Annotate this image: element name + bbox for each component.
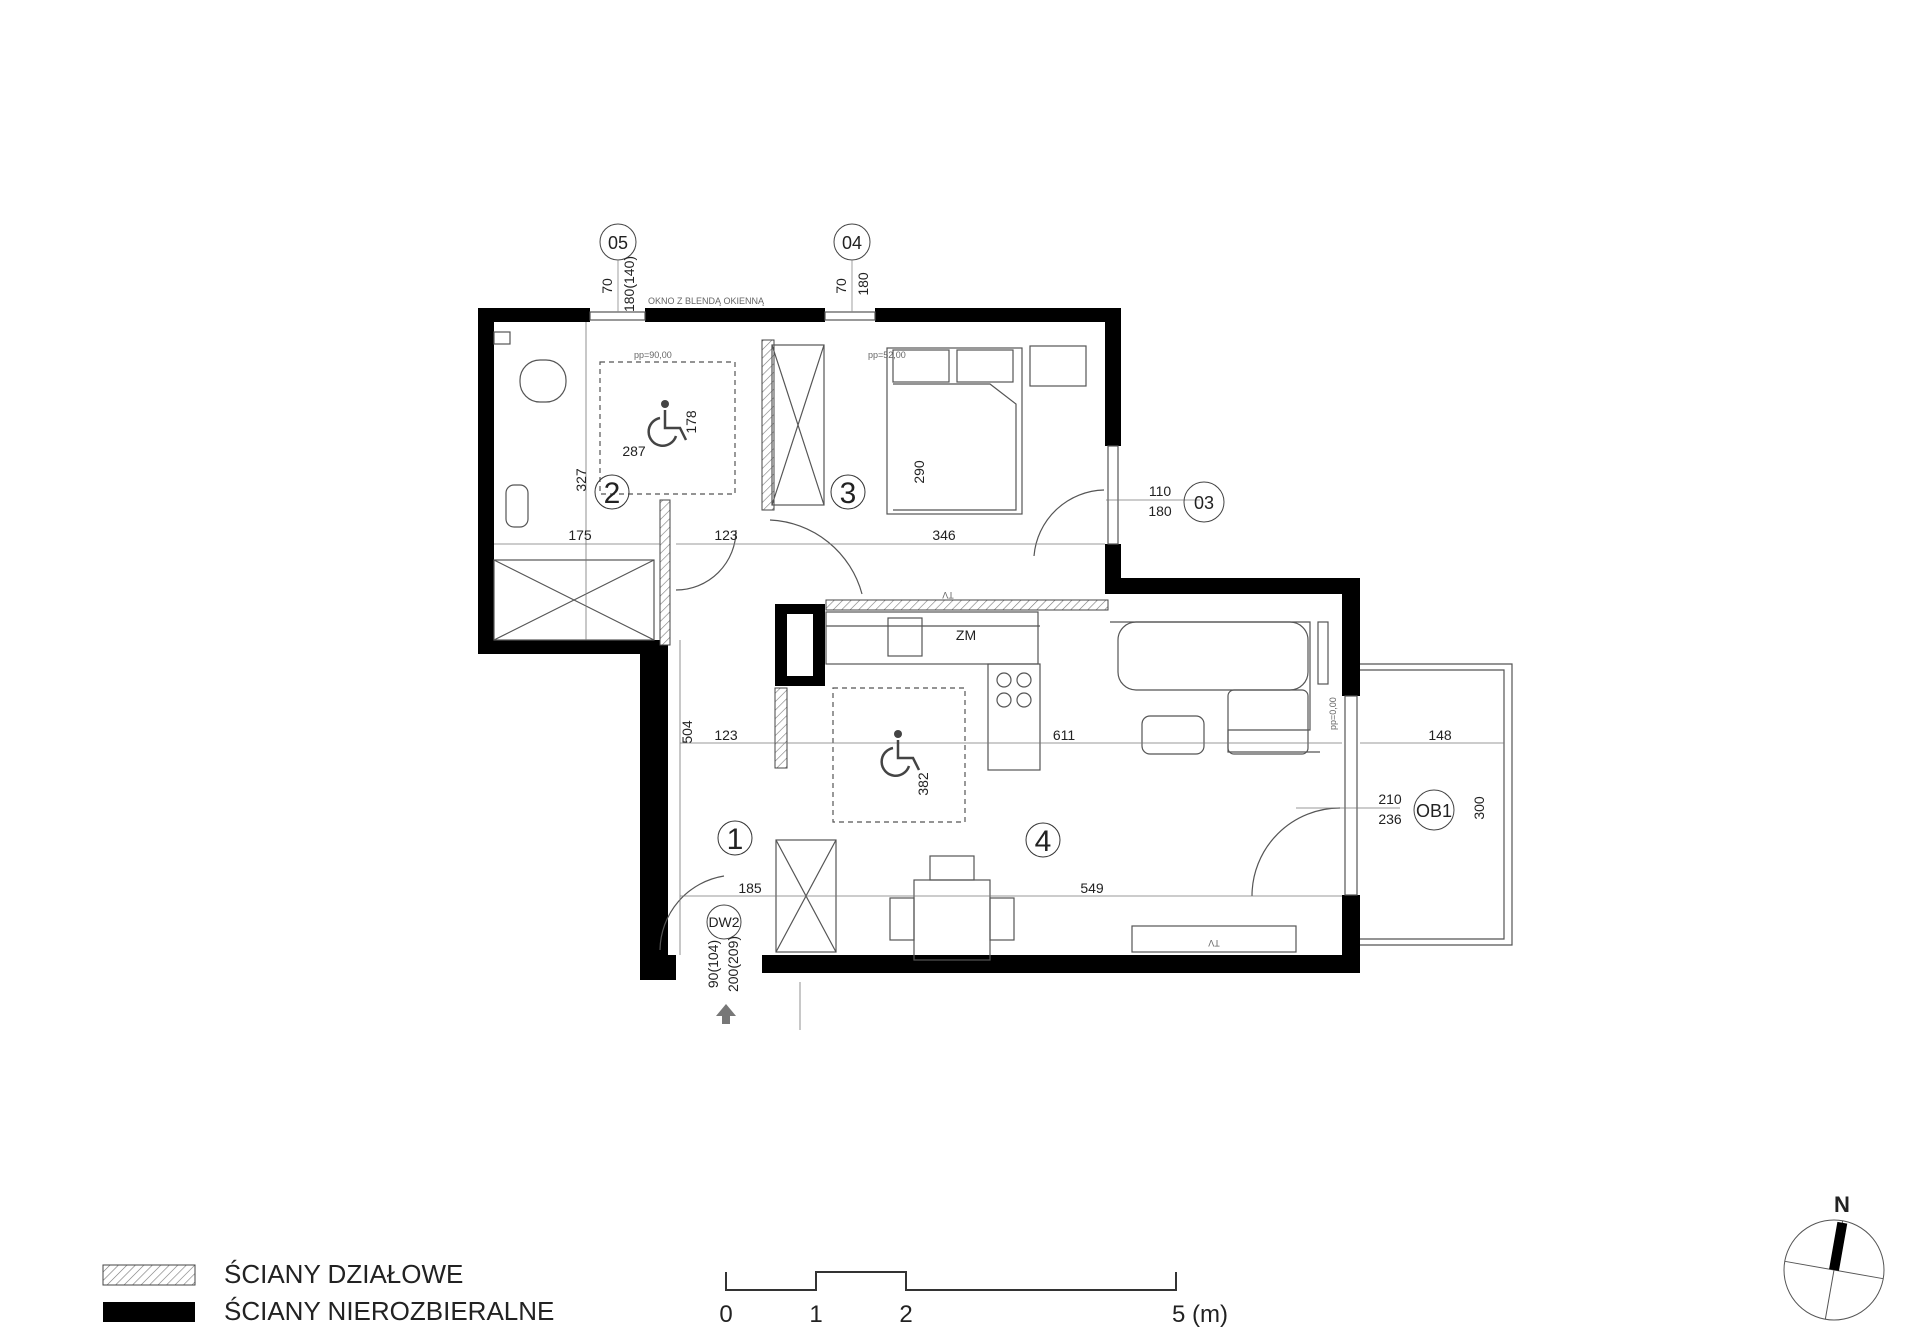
w05-sill: 70: [599, 278, 615, 294]
dim-290: 290: [911, 460, 927, 484]
dim-287: 287: [622, 443, 646, 459]
room-labels: 2 3 1 4: [594, 474, 1061, 858]
dim-185: 185: [738, 880, 762, 896]
dimension-labels: 327 287 178 175 123 346 290 504 123 611 …: [568, 410, 1487, 896]
zm-label: ZM: [956, 627, 976, 643]
legend-swatch-structural: [103, 1302, 195, 1322]
dim-504: 504: [679, 720, 695, 744]
scale-bar: [725, 1271, 1177, 1291]
sill-05: pp=90,00: [634, 350, 672, 360]
dim-148: 148: [1428, 727, 1452, 743]
dim-611: 611: [1053, 727, 1076, 743]
tag-04: 04: [842, 233, 862, 253]
tag-dw2: DW2: [708, 914, 739, 930]
entrance-arrow-icon: [716, 1004, 736, 1024]
room-number-3: 3: [840, 477, 857, 510]
sill-04: pp=52,00: [868, 350, 906, 360]
dim-327: 327: [573, 468, 589, 492]
legend-structural-label: ŚCIANY NIEROZBIERALNE: [224, 1296, 554, 1326]
north-label: N: [1834, 1192, 1850, 1217]
ob1-height: 236: [1378, 811, 1402, 827]
w04-sill: 70: [833, 278, 849, 294]
room-number-2: 2: [604, 477, 621, 510]
dim-123-mid: 123: [714, 727, 738, 743]
dim-123-top: 123: [714, 527, 738, 543]
w05-height: 180(140): [621, 256, 637, 312]
tv-label: TV: [1208, 938, 1220, 948]
legend-swatch-partition: [102, 1264, 196, 1286]
dim-549: 549: [1080, 880, 1104, 896]
scale-tick-1: 1: [809, 1301, 822, 1328]
window-note: OKNO Z BLENDĄ OKIENNĄ: [648, 296, 765, 306]
tv-label-small: TV: [942, 590, 954, 600]
room-number-1: 1: [727, 823, 744, 856]
dimension-lines: [494, 322, 1504, 1030]
north-arrow-icon: [1783, 1219, 1885, 1321]
dim-382: 382: [915, 772, 931, 796]
dw2-width: 90(104): [705, 940, 721, 988]
column-void: [787, 614, 813, 676]
w03-height: 180: [1148, 503, 1172, 519]
small-notes: OKNO Z BLENDĄ OKIENNĄ pp=90,00 pp=52,00 …: [634, 296, 1338, 730]
dim-346: 346: [932, 527, 956, 543]
scale-tick-5: 5 (m): [1172, 1301, 1228, 1328]
dim-175: 175: [568, 527, 592, 543]
w03-width: 110: [1149, 483, 1172, 499]
room-number-4: 4: [1035, 825, 1052, 858]
tag-05: 05: [608, 233, 628, 253]
scale-tick-0: 0: [719, 1301, 732, 1328]
dw2-height: 200(209): [725, 936, 741, 992]
w04-height: 180: [855, 272, 871, 296]
dim-178: 178: [683, 410, 699, 434]
opening-tags: 05 70 180(140) 04 70 180 03 110 180 OB1 …: [599, 223, 1455, 992]
scale-tick-2: 2: [899, 1301, 912, 1328]
ob1-width: 210: [1378, 791, 1402, 807]
tag-ob1: OB1: [1416, 801, 1452, 821]
legend: ŚCIANY DZIAŁOWE ŚCIANY NIEROZBIERALNE: [102, 1259, 554, 1326]
tag-03: 03: [1194, 493, 1214, 513]
partition-walls: [659, 339, 1109, 769]
structural-walls: [478, 308, 1360, 980]
wheelchair-icon-kitchen: [880, 730, 921, 777]
dim-300: 300: [1471, 796, 1487, 820]
sill-ob1: pp=0,00: [1328, 697, 1338, 730]
legend-partition-label: ŚCIANY DZIAŁOWE: [224, 1259, 463, 1289]
wheelchair-icon: [647, 400, 688, 447]
